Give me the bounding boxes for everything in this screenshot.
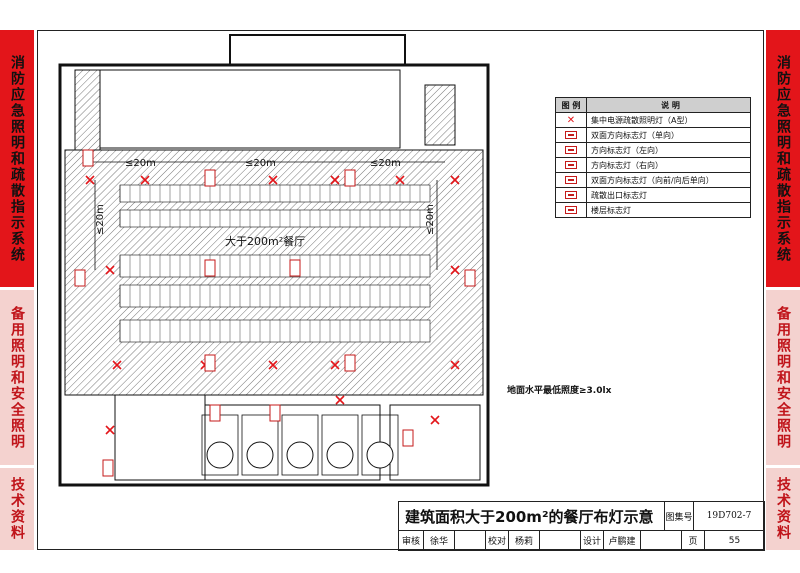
round-table — [286, 441, 314, 469]
emergency-light-icon — [450, 265, 460, 275]
table-block — [119, 284, 431, 308]
dist-top-3: ≤20m — [370, 158, 401, 169]
legend-header: 图 例 说 明 — [556, 98, 750, 112]
emergency-light-icon — [105, 425, 115, 435]
hall-label: 大于200m²餐厅 — [225, 234, 305, 248]
design-signature — [641, 531, 682, 550]
atlas-label: 图集号 — [665, 502, 694, 530]
direction-sign-icon — [204, 354, 216, 372]
dist-side-right: ≤20m — [425, 204, 436, 235]
atlas-code: 19D702-7 — [706, 511, 752, 521]
review-signature — [455, 531, 486, 550]
emergency-light-icon — [85, 175, 95, 185]
legend-row: 方向标志灯（左向） — [556, 142, 750, 157]
round-table — [366, 441, 394, 469]
round-table — [246, 441, 274, 469]
dist-top-2: ≤20m — [245, 158, 276, 169]
box-sign-icon — [565, 131, 577, 139]
direction-sign-icon — [402, 429, 414, 447]
emergency-light-icon — [112, 360, 122, 370]
private-room — [361, 414, 399, 476]
emergency-light-icon — [268, 175, 278, 185]
box-sign-icon — [565, 146, 577, 154]
side-tab-left-backup: 备用照明和安全照明 — [0, 290, 34, 465]
direction-sign-icon — [464, 269, 476, 287]
private-room — [321, 414, 359, 476]
legend-header-desc: 说 明 — [661, 100, 680, 110]
illuminance-note: 地面水平最低照度≥3.0lx — [507, 386, 612, 396]
table-block — [119, 319, 431, 343]
drawing-frame — [37, 30, 764, 550]
floor-plan: ≤20m ≤20m ≤20m ≤20m ≤20m 大于200m²餐厅 — [58, 34, 490, 487]
emergency-light-icon — [105, 265, 115, 275]
check-signature — [540, 531, 581, 550]
check-label: 校对 — [486, 531, 509, 550]
page-label: 页 — [682, 531, 705, 550]
emergency-light-icon — [430, 415, 440, 425]
emergency-light-icon — [330, 360, 340, 370]
box-sign-icon — [565, 176, 577, 184]
page-number: 55 — [728, 535, 741, 546]
emergency-light-icon — [140, 175, 150, 185]
direction-sign-icon — [209, 404, 221, 422]
legend-row: 楼层标志灯 — [556, 202, 750, 217]
direction-sign-icon — [269, 404, 281, 422]
legend-row: 双面方向标志灯（向前/向后单向） — [556, 172, 750, 187]
direction-sign-icon — [74, 269, 86, 287]
side-tab-right-techdata: 技术资料 — [766, 468, 800, 550]
table-block — [119, 209, 431, 228]
box-sign-icon — [565, 206, 577, 214]
design-label: 设计 — [581, 531, 604, 550]
emergency-light-icon — [450, 175, 460, 185]
round-table — [326, 441, 354, 469]
title-block: 建筑面积大于200m²的餐厅布灯示意 图集号 19D702-7 审核 徐华 校对… — [398, 501, 765, 551]
dist-side-left: ≤20m — [95, 204, 106, 235]
review-name: 徐华 — [424, 531, 455, 550]
direction-sign-icon — [204, 169, 216, 187]
table-block — [119, 184, 431, 203]
legend-row: ✕集中电源疏散照明灯（A型） — [556, 112, 750, 127]
direction-sign-icon — [344, 169, 356, 187]
direction-sign-icon — [82, 149, 94, 167]
private-room — [241, 414, 279, 476]
side-tab-left-techdata: 技术资料 — [0, 468, 34, 550]
side-tab-left-emergency: 消防应急照明和疏散指示系统 — [0, 30, 34, 287]
box-sign-icon — [565, 191, 577, 199]
emergency-light-icon — [335, 395, 345, 405]
private-room — [281, 414, 319, 476]
direction-sign-icon — [204, 259, 216, 277]
round-table — [206, 441, 234, 469]
emergency-light-icon — [330, 175, 340, 185]
legend-row: 方向标志灯（右向） — [556, 157, 750, 172]
legend-row: 疏散出口标志灯 — [556, 187, 750, 202]
direction-sign-icon — [289, 259, 301, 277]
emergency-light-icon — [395, 175, 405, 185]
direction-sign-icon — [102, 459, 114, 477]
box-sign-icon — [565, 161, 577, 169]
dist-top-1: ≤20m — [125, 158, 156, 169]
side-tab-right-backup: 备用照明和安全照明 — [766, 290, 800, 465]
review-label: 审核 — [399, 531, 424, 550]
drawing-title: 建筑面积大于200m²的餐厅布灯示意 — [399, 502, 665, 530]
x-light-icon: ✕ — [566, 114, 576, 126]
table-block — [119, 254, 431, 278]
legend-row: 双面方向标志灯（单向） — [556, 127, 750, 142]
legend-header-symbol: 图 例 — [556, 98, 587, 112]
emergency-light-icon — [450, 360, 460, 370]
legend-table: 图 例 说 明 ✕集中电源疏散照明灯（A型） 双面方向标志灯（单向） 方向标志灯… — [555, 97, 751, 218]
check-name: 杨莉 — [509, 531, 540, 550]
emergency-light-icon — [268, 360, 278, 370]
direction-sign-icon — [344, 354, 356, 372]
design-name: 卢鹏建 — [604, 531, 641, 550]
side-tab-right-emergency: 消防应急照明和疏散指示系统 — [766, 30, 800, 287]
